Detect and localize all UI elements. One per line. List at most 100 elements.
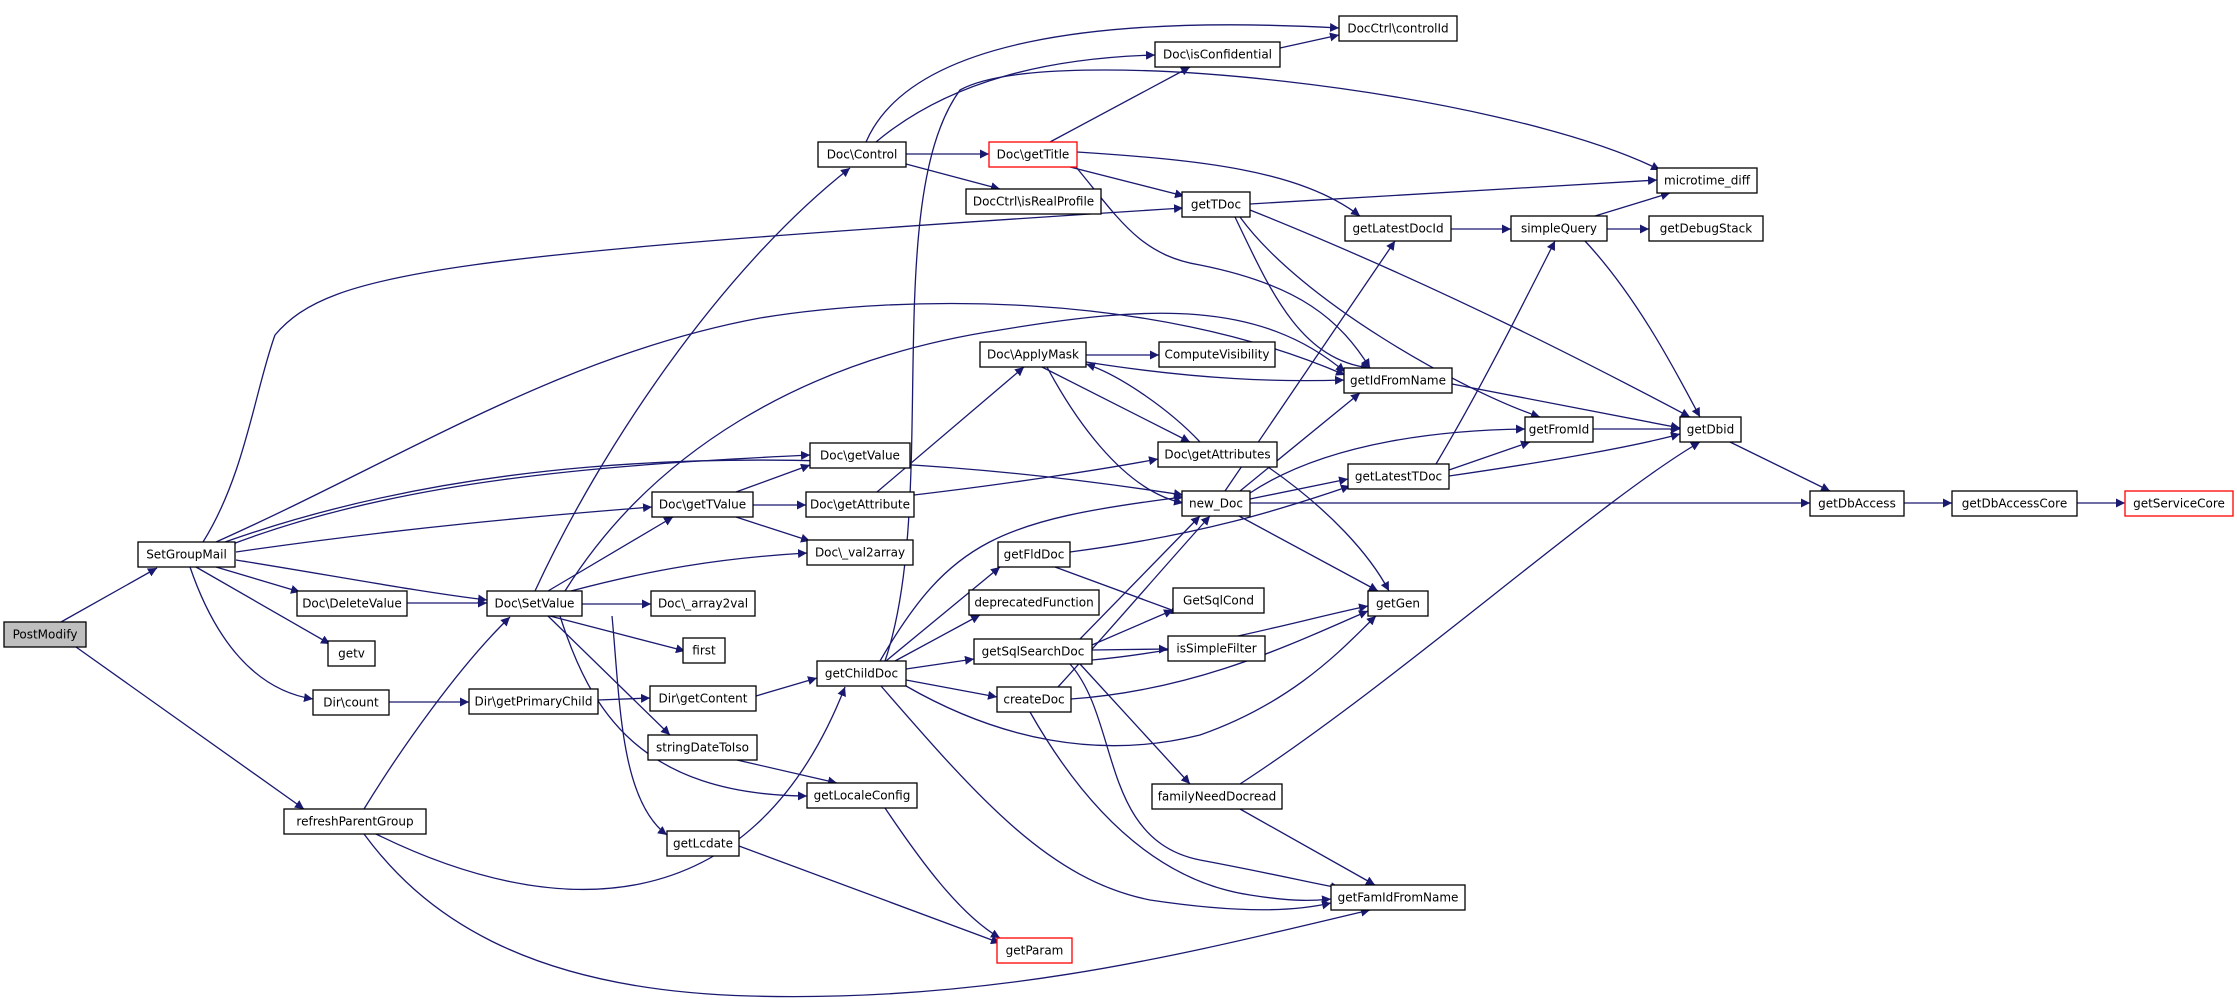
node-getv[interactable]: getv	[327, 640, 376, 667]
node-DocDeleteValue[interactable]: Doc\DeleteValue	[296, 590, 408, 617]
node-box[interactable]	[973, 638, 1093, 665]
node-box[interactable]	[2124, 490, 2234, 517]
node-box[interactable]	[809, 442, 911, 469]
node-box[interactable]	[1524, 416, 1594, 443]
node-DocVal2array[interactable]: Doc\_val2array	[806, 539, 914, 566]
node-box[interactable]	[806, 782, 918, 809]
node-box[interactable]	[647, 734, 758, 761]
node-box[interactable]	[1157, 441, 1278, 468]
node-box[interactable]	[1951, 490, 2078, 517]
node-DocCtrlIsRealProfile[interactable]: DocCtrl\isRealProfile	[965, 188, 1102, 215]
node-deprecatedFunction[interactable]: deprecatedFunction	[968, 589, 1100, 616]
node-getLatestTDoc[interactable]: getLatestTDoc	[1347, 463, 1450, 490]
node-box[interactable]	[816, 660, 907, 687]
node-getTDoc[interactable]: getTDoc	[1181, 191, 1251, 218]
node-box[interactable]	[1343, 367, 1453, 394]
node-stringDateToIso[interactable]: stringDateToIso	[647, 734, 758, 761]
node-DocCtrlControlId[interactable]: DocCtrl\controlId	[1338, 15, 1458, 42]
node-getSqlSearchDoc[interactable]: getSqlSearchDoc	[973, 638, 1093, 665]
node-DocGetTitle[interactable]: Doc\getTitle	[988, 141, 1078, 168]
node-getIdFromName[interactable]: getIdFromName	[1343, 367, 1453, 394]
node-box[interactable]	[1648, 215, 1764, 242]
node-box[interactable]	[486, 590, 583, 617]
node-box[interactable]	[1181, 490, 1251, 517]
node-isSimpleFilter[interactable]: isSimpleFilter	[1167, 635, 1266, 662]
node-box[interactable]	[1679, 416, 1742, 443]
node-box[interactable]	[979, 341, 1087, 368]
node-box[interactable]	[1181, 191, 1251, 218]
node-box[interactable]	[296, 590, 408, 617]
node-familyNeedDocread[interactable]: familyNeedDocread	[1151, 783, 1283, 810]
node-box[interactable]	[649, 685, 757, 712]
node-box[interactable]	[996, 937, 1073, 964]
node-box[interactable]	[1347, 463, 1450, 490]
node-ComputeVisibility[interactable]: ComputeVisibility	[1158, 341, 1276, 368]
node-SetGroupMail[interactable]: SetGroupMail	[137, 541, 236, 568]
node-getDbAccessCore[interactable]: getDbAccessCore	[1951, 490, 2078, 517]
node-getChildDoc[interactable]: getChildDoc	[816, 660, 907, 687]
node-getDebugStack[interactable]: getDebugStack	[1648, 215, 1764, 242]
node-box[interactable]	[327, 640, 376, 667]
node-DocGetAttributes[interactable]: Doc\getAttributes	[1157, 441, 1278, 468]
node-getLcdate[interactable]: getLcdate	[666, 830, 740, 857]
node-box[interactable]	[1330, 884, 1466, 911]
node-DocGetTValue[interactable]: Doc\getTValue	[651, 491, 754, 518]
node-getParam[interactable]: getParam	[996, 937, 1073, 964]
node-box[interactable]	[1809, 490, 1905, 517]
node-box[interactable]	[968, 589, 1100, 616]
node-DocIsConfidential[interactable]: Doc\isConfidential	[1154, 41, 1281, 68]
node-box[interactable]	[651, 491, 754, 518]
node-box[interactable]	[3, 621, 87, 648]
node-box[interactable]	[806, 539, 914, 566]
node-box[interactable]	[666, 830, 740, 857]
node-box[interactable]	[965, 188, 1102, 215]
node-box[interactable]	[805, 491, 915, 518]
node-DocGetAttribute[interactable]: Doc\getAttribute	[805, 491, 915, 518]
node-first[interactable]: first	[682, 637, 726, 664]
node-microtimeDiff[interactable]: microtime_diff	[1656, 167, 1758, 194]
node-box[interactable]	[1172, 587, 1265, 614]
node-PostModify[interactable]: PostModify	[3, 621, 87, 648]
node-DocApplyMask[interactable]: Doc\ApplyMask	[979, 341, 1087, 368]
node-box[interactable]	[137, 541, 236, 568]
node-box[interactable]	[1154, 41, 1281, 68]
node-getFromId[interactable]: getFromId	[1524, 416, 1594, 443]
node-box[interactable]	[1338, 15, 1458, 42]
node-getLocaleConfig[interactable]: getLocaleConfig	[806, 782, 918, 809]
node-box[interactable]	[1344, 215, 1452, 242]
node-DocGetValue[interactable]: Doc\getValue	[809, 442, 911, 469]
node-DocSetValue[interactable]: Doc\SetValue	[486, 590, 583, 617]
node-box[interactable]	[1510, 215, 1608, 242]
node-box[interactable]	[283, 808, 427, 835]
node-box[interactable]	[682, 637, 726, 664]
node-getLatestDocId[interactable]: getLatestDocId	[1344, 215, 1452, 242]
node-DirCount[interactable]: Dir\count	[312, 689, 390, 716]
node-box[interactable]	[988, 141, 1078, 168]
node-refreshParentGroup[interactable]: refreshParentGroup	[283, 808, 427, 835]
node-simpleQuery[interactable]: simpleQuery	[1510, 215, 1608, 242]
node-getServiceCore[interactable]: getServiceCore	[2124, 490, 2234, 517]
node-box[interactable]	[1151, 783, 1283, 810]
node-DirGetPrimaryChild[interactable]: Dir\getPrimaryChild	[468, 688, 599, 715]
node-box[interactable]	[312, 689, 390, 716]
node-box[interactable]	[1158, 341, 1276, 368]
node-getGen[interactable]: getGen	[1367, 590, 1429, 617]
node-box[interactable]	[1167, 635, 1266, 662]
node-GetSqlCond[interactable]: GetSqlCond	[1172, 587, 1265, 614]
node-DocControl[interactable]: Doc\Control	[817, 141, 907, 168]
node-getDbAccess[interactable]: getDbAccess	[1809, 490, 1905, 517]
node-DirGetContent[interactable]: Dir\getContent	[649, 685, 757, 712]
node-getDbid[interactable]: getDbid	[1679, 416, 1742, 443]
node-box[interactable]	[996, 686, 1072, 713]
node-box[interactable]	[650, 590, 756, 617]
node-newDoc[interactable]: new_Doc	[1181, 490, 1251, 517]
node-getFamIdFromName[interactable]: getFamIdFromName	[1330, 884, 1466, 911]
node-getFldDoc[interactable]: getFldDoc	[997, 541, 1071, 568]
node-DocArray2val[interactable]: Doc\_array2val	[650, 590, 756, 617]
node-box[interactable]	[1656, 167, 1758, 194]
node-box[interactable]	[997, 541, 1071, 568]
node-box[interactable]	[468, 688, 599, 715]
node-box[interactable]	[1367, 590, 1429, 617]
node-box[interactable]	[817, 141, 907, 168]
node-createDoc[interactable]: createDoc	[996, 686, 1072, 713]
